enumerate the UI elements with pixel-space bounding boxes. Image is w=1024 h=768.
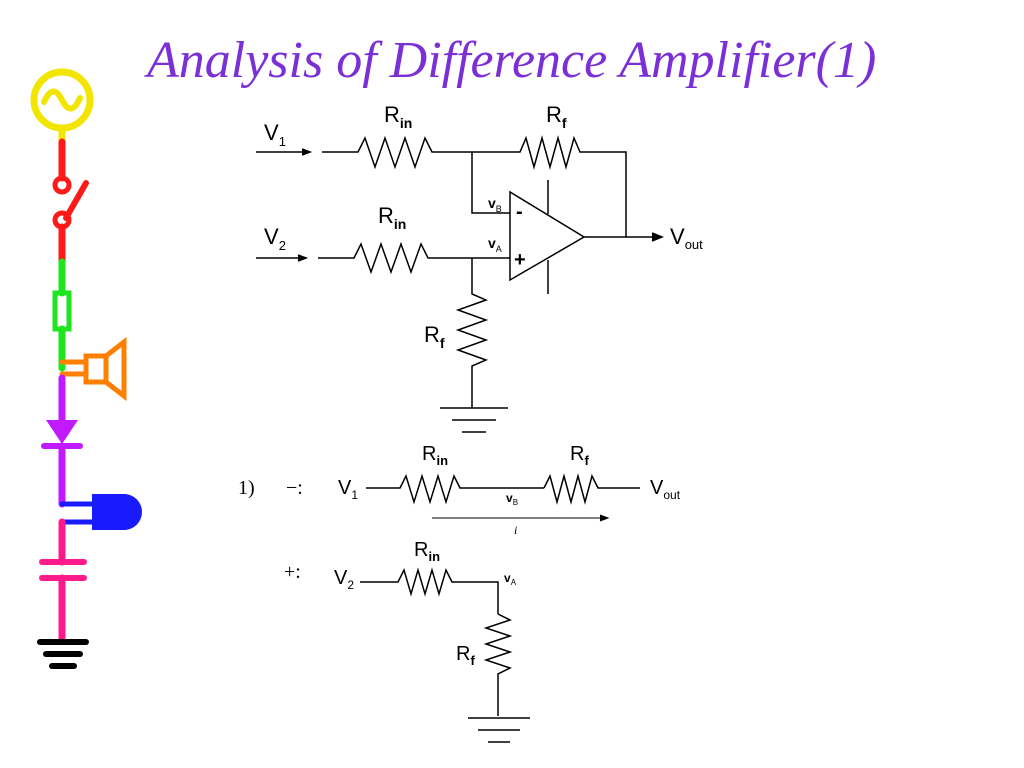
neg-rin-resistor — [366, 473, 544, 505]
ac-source-icon — [30, 68, 94, 146]
minus-input-label: −: — [286, 477, 303, 499]
neg-vb-label: vB — [506, 491, 518, 507]
speaker-icon — [59, 336, 127, 402]
negative-path-diagram — [366, 473, 640, 522]
vout-label: Vout — [670, 224, 703, 252]
switch-icon — [52, 138, 89, 266]
capacitor-icon — [39, 518, 87, 644]
v1-label: V1 — [264, 120, 286, 149]
rf-feedback-resistor — [472, 135, 627, 237]
step-number: 1) — [238, 477, 255, 499]
plus-input-label: +: — [284, 561, 301, 583]
pos-rf-resistor — [483, 613, 513, 716]
diode-icon — [41, 374, 83, 508]
sensor-icon — [59, 494, 142, 530]
vb-label: vB — [488, 195, 502, 214]
difference-amplifier-circuit — [256, 135, 665, 433]
neg-rf-resistor — [543, 473, 640, 505]
pos-va-label: vA — [504, 571, 517, 587]
pos-rf-label: Rf — [456, 643, 475, 668]
rin-mid-resistor — [318, 241, 510, 275]
fuse-icon — [52, 258, 72, 372]
va-label: vA — [488, 235, 502, 254]
pos-v2-label: V2 — [334, 567, 354, 592]
op-amp-triangle — [509, 190, 586, 282]
neg-v1-label: V1 — [338, 477, 358, 502]
sidebar-decoration — [30, 68, 142, 669]
rin-top-resistor — [322, 135, 472, 170]
pos-rin-resistor — [360, 567, 499, 614]
positive-path-diagram — [360, 567, 530, 743]
neg-vout-label: Vout — [650, 477, 681, 502]
rf-top-label: Rf — [546, 102, 567, 131]
v2-label: V2 — [264, 224, 286, 253]
current-label: i — [514, 523, 517, 537]
slide-title: Analysis of Difference Amplifier(1) — [147, 32, 877, 89]
neg-rin-label: Rin — [422, 443, 448, 468]
ground-icon — [37, 639, 89, 669]
pos-rin-label: Rin — [414, 539, 440, 564]
rf-ground-resistor — [455, 258, 489, 408]
rin-mid-label: Rin — [378, 203, 406, 232]
op-amp-plus-sign: + — [514, 249, 526, 271]
rf-bottom-label: Rf — [424, 322, 445, 351]
rin-top-label: Rin — [384, 102, 412, 131]
neg-rf-label: Rf — [570, 443, 589, 468]
op-amp-minus-sign: - — [516, 201, 523, 223]
